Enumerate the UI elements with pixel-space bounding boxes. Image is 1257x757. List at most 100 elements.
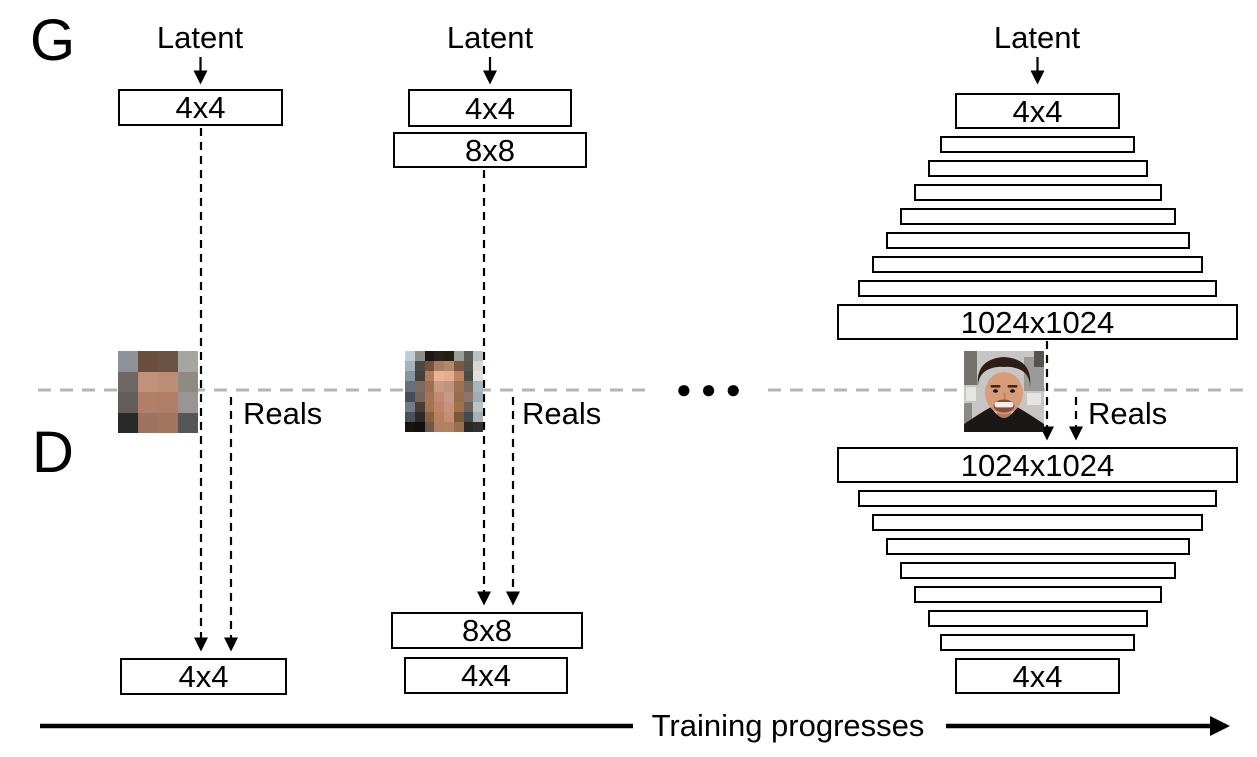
face-pixel <box>118 412 138 433</box>
face-pixel <box>424 421 435 432</box>
face-pixel <box>138 412 158 433</box>
latent-label-stage1: Latent <box>156 20 244 55</box>
face-pixel <box>424 381 435 392</box>
stage3-d-layer-hidden-7 <box>940 634 1135 651</box>
face-pixel <box>434 371 444 382</box>
face-pixel <box>463 351 474 362</box>
stage3-g-layer-hidden-4 <box>899 208 1176 225</box>
face-pixel <box>118 371 138 392</box>
stage3-g-layer-hidden-7 <box>858 280 1217 297</box>
face-pixel <box>405 371 415 382</box>
face-pixel <box>444 361 454 372</box>
face-pixel <box>178 371 198 392</box>
stage2-d-layer-4x4: 4x4 <box>404 657 568 694</box>
face-pixel <box>463 361 474 372</box>
face-pixel <box>463 381 474 392</box>
face-pixel <box>444 421 454 432</box>
face-pixel <box>473 351 483 362</box>
face-pixel <box>414 411 425 422</box>
face-pixel <box>463 411 474 422</box>
face-pixel <box>473 401 483 412</box>
face-pixel <box>463 421 474 432</box>
face-pixel <box>405 421 415 432</box>
stage3-g-layer-4x4: 4x4 <box>955 93 1120 129</box>
ellipsis-dots-icon: ●●● <box>676 374 751 404</box>
face-pixel <box>434 351 444 362</box>
face-pixel <box>138 371 158 392</box>
face-pixel <box>158 371 178 392</box>
reals-label-stage2: Reals <box>522 396 602 431</box>
stage3-g-layer-hidden-1 <box>940 136 1135 153</box>
face-pixel <box>473 361 483 372</box>
face-pixel <box>414 401 425 412</box>
face-pixel <box>414 421 425 432</box>
reals-dashed-arrows <box>224 397 1083 652</box>
face-pixel <box>453 421 464 432</box>
stage3-g-layer-hidden-6 <box>872 256 1203 273</box>
face-pixel <box>453 351 464 362</box>
stage3-d-layer-1024x1024: 1024x1024 <box>837 447 1238 483</box>
face-pixel <box>158 392 178 413</box>
face-pixel <box>444 351 454 362</box>
face-pixel <box>453 391 464 402</box>
face-pixel <box>434 381 444 392</box>
face-pixel <box>444 371 454 382</box>
face-pixel <box>444 381 454 392</box>
face-pixel <box>405 381 415 392</box>
face-pixel <box>444 401 454 412</box>
latent-label-stage2: Latent <box>446 20 534 55</box>
stage3-d-layer-hidden-2 <box>872 514 1203 531</box>
face-pixel <box>414 371 425 382</box>
face-pixel <box>473 381 483 392</box>
stage3-g-layer-1024x1024: 1024x1024 <box>837 304 1238 340</box>
face-pixel <box>444 391 454 402</box>
face-pixel <box>118 351 138 372</box>
generated-face-4x4-image <box>118 351 198 433</box>
face-pixel <box>178 351 198 372</box>
stage2-d-layer-8x8: 8x8 <box>391 612 583 649</box>
face-pixel <box>424 361 435 372</box>
face-pixel <box>434 411 444 422</box>
stage2-g-layer-4x4: 4x4 <box>408 89 572 127</box>
stage3-g-layer-hidden-3 <box>913 184 1162 201</box>
face-pixel <box>434 391 444 402</box>
generated-face-8x8-image <box>405 351 483 432</box>
face-pixel <box>434 421 444 432</box>
face-pixel <box>463 391 474 402</box>
face-pixel <box>405 411 415 422</box>
face-pixel <box>118 392 138 413</box>
face-pixel <box>158 351 178 372</box>
face-pixel <box>434 401 444 412</box>
face-pixel <box>424 351 435 362</box>
latent-arrows <box>193 57 1045 85</box>
face-pixel <box>424 411 435 422</box>
stage3-d-layer-hidden-5 <box>913 586 1162 603</box>
face-pixel <box>414 361 425 372</box>
face-pixel <box>178 412 198 433</box>
face-pixel <box>158 412 178 433</box>
latent-label-stage3: Latent <box>993 20 1081 55</box>
face-pixel <box>138 351 158 372</box>
face-pixel <box>424 391 435 402</box>
stage2-g-layer-8x8: 8x8 <box>393 132 587 168</box>
face-pixel <box>463 401 474 412</box>
face-pixel <box>473 371 483 382</box>
face-pixel <box>178 392 198 413</box>
face-pixel <box>414 381 425 392</box>
stage3-d-layer-hidden-4 <box>899 562 1176 579</box>
face-pixel <box>473 421 483 432</box>
face-pixel <box>405 361 415 372</box>
face-pixel <box>414 351 425 362</box>
discriminator-section-label: D <box>32 420 74 485</box>
face-pixel <box>138 392 158 413</box>
face-pixel <box>453 411 464 422</box>
stage3-d-layer-hidden-1 <box>858 490 1217 507</box>
generator-section-label: G <box>30 8 76 73</box>
generated-image-dashed-arrows <box>194 128 1054 652</box>
face-pixel <box>473 411 483 422</box>
reals-label-stage3: Reals <box>1088 396 1168 431</box>
face-pixel <box>473 391 483 402</box>
face-pixel <box>424 401 435 412</box>
